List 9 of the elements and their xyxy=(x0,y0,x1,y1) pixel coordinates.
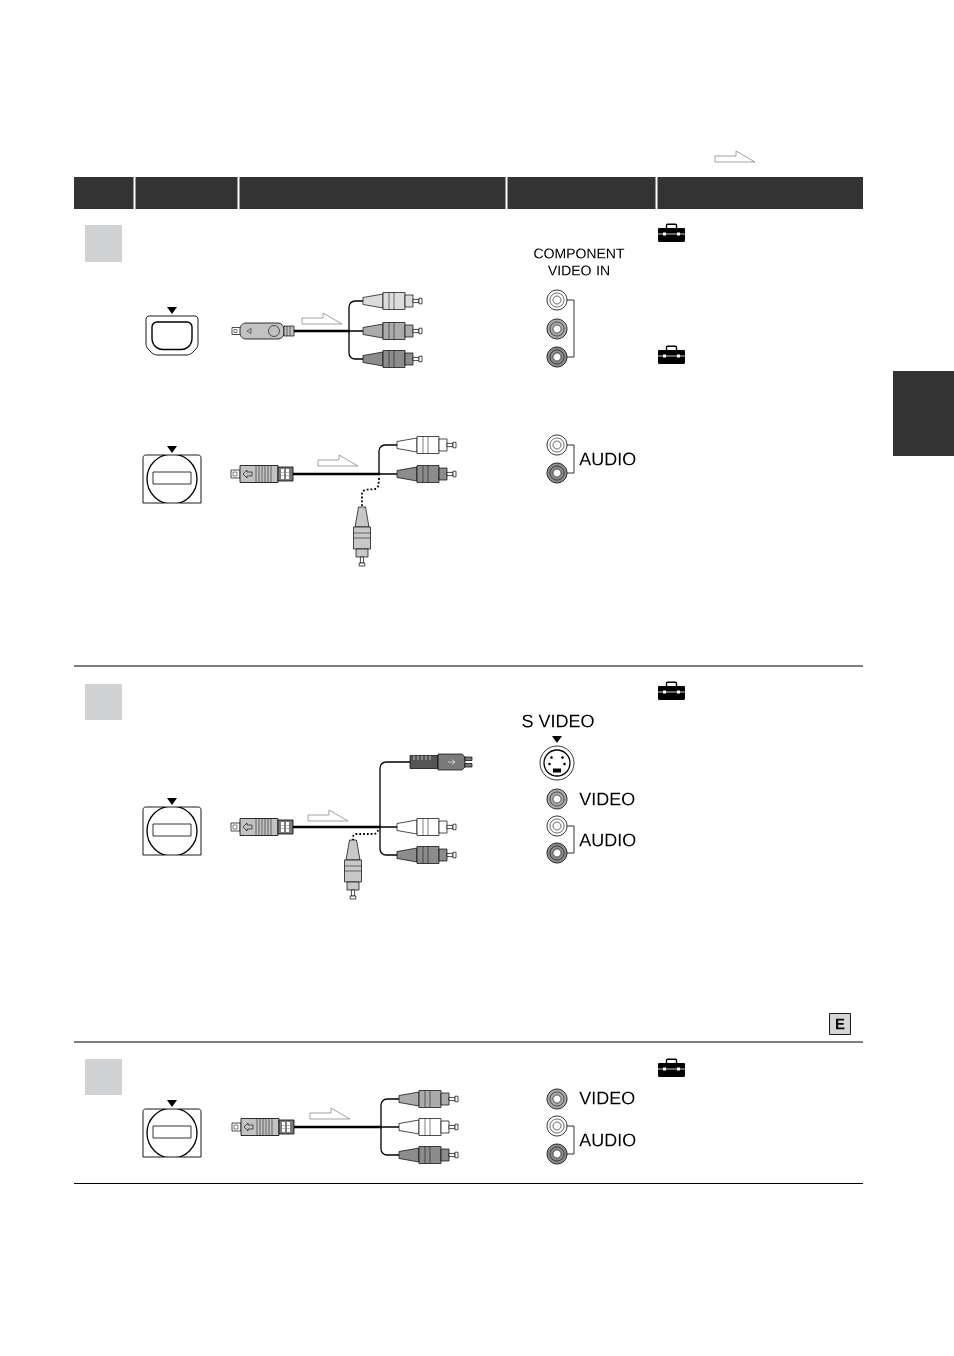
port-label: AUDIO xyxy=(579,833,636,847)
port-label: AUDIO xyxy=(579,1133,636,1147)
port-label: AUDIO xyxy=(579,452,636,466)
port-label: COMPONENT VIDEO IN xyxy=(534,248,625,276)
port-label: VIDEO xyxy=(579,1091,635,1105)
port-label: S VIDEO xyxy=(522,714,594,728)
side-tab xyxy=(893,371,954,456)
port-label: VIDEO xyxy=(579,792,635,806)
boxed-letter: E xyxy=(829,1013,851,1035)
